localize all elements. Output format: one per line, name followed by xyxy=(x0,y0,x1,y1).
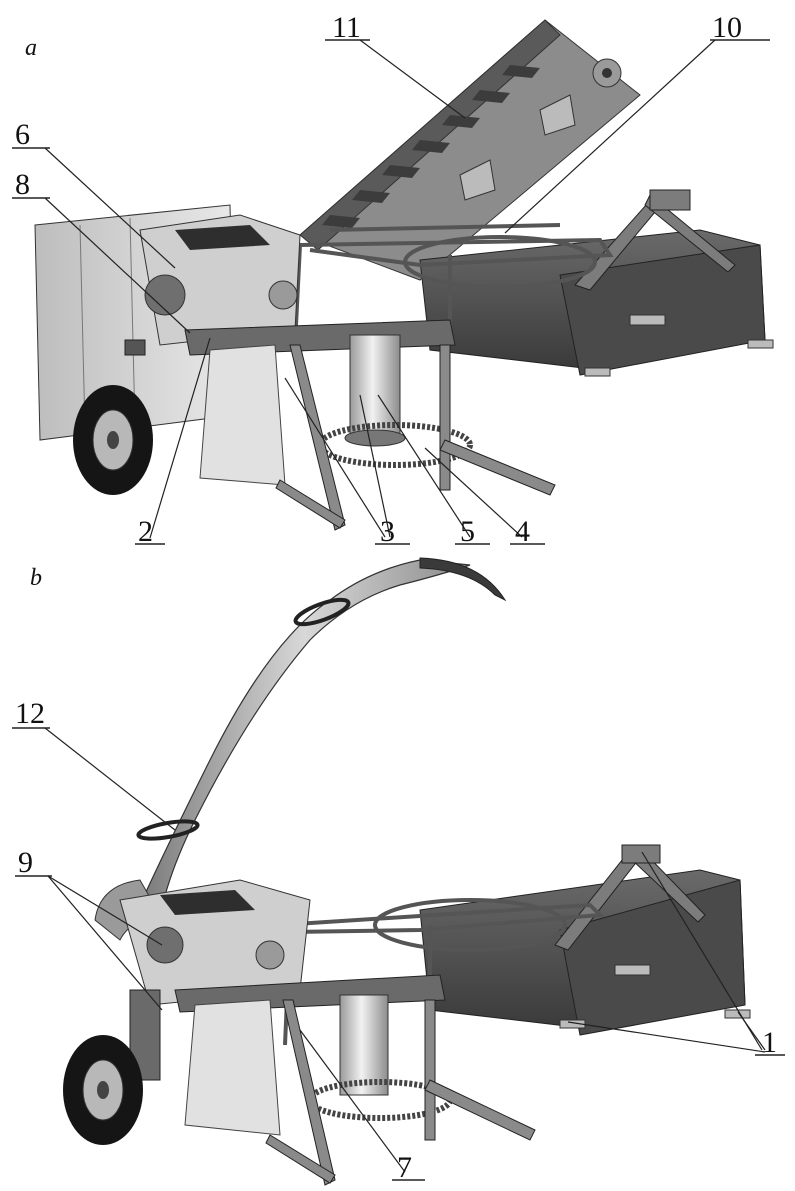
label-11: 11 xyxy=(332,11,361,44)
discharge-cone xyxy=(199,344,286,486)
support-legs xyxy=(275,344,556,531)
label-5: 5 xyxy=(460,515,475,548)
leader-lines-b xyxy=(12,727,785,1181)
label-3: 3 xyxy=(380,515,395,548)
wheel-a xyxy=(73,385,153,495)
three-point-hitch-b xyxy=(554,844,706,951)
panel-b: b xyxy=(12,557,785,1186)
panel-a: a xyxy=(12,11,774,548)
main-frame-beam xyxy=(419,229,774,377)
main-frame-beam-b xyxy=(419,869,751,1036)
vertical-shaft-cylinder-b xyxy=(339,994,389,1096)
label-9: 9 xyxy=(18,846,33,879)
label-8: 8 xyxy=(15,168,30,201)
wheel-b xyxy=(63,1035,143,1145)
panel-letter-b: b xyxy=(30,565,42,591)
panel-letter-a: a xyxy=(25,35,37,61)
conveyor-belt xyxy=(299,19,641,281)
label-6: 6 xyxy=(15,118,30,151)
label-10: 10 xyxy=(712,11,742,44)
three-point-hitch xyxy=(574,189,736,291)
support-legs-b xyxy=(265,999,536,1186)
leader-lines-a xyxy=(12,39,770,545)
label-1: 1 xyxy=(762,1026,777,1059)
discharge-cone-b xyxy=(184,999,281,1136)
vertical-shaft-cylinder xyxy=(349,334,401,436)
label-2: 2 xyxy=(138,515,153,548)
label-12: 12 xyxy=(15,697,45,730)
label-4: 4 xyxy=(515,515,530,548)
label-7: 7 xyxy=(397,1151,412,1184)
discharge-pipe xyxy=(94,557,507,941)
chopper-housing-b xyxy=(119,879,311,1081)
guard-rail-frame xyxy=(293,223,614,346)
